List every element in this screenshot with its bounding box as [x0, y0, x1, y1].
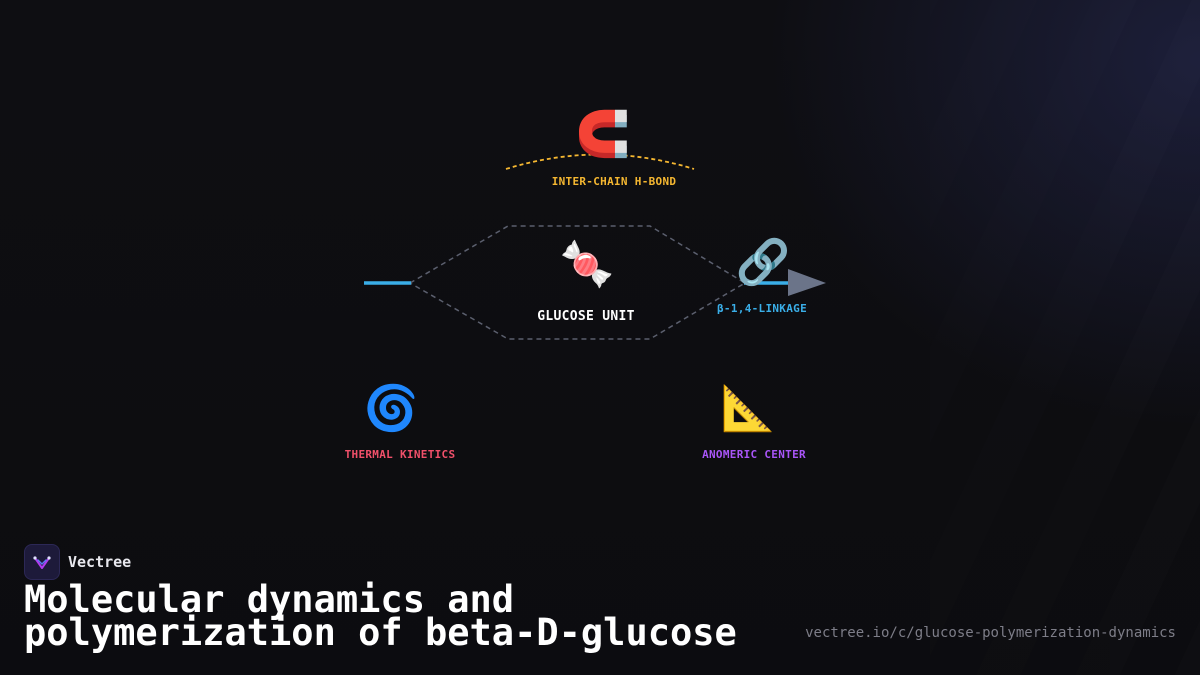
label-glucose-unit: GLUCOSE UNIT — [537, 309, 635, 324]
triangle-ruler-icon: 📐 — [720, 383, 776, 434]
label-beta-linkage: β-1,4-LINKAGE — [717, 302, 807, 315]
page-title: Molecular dynamics and polymerization of… — [24, 578, 737, 654]
label-thermal-kinetics: THERMAL KINETICS — [344, 448, 456, 461]
chain-arrow-head — [788, 269, 826, 296]
brand-name: Vectree — [68, 553, 132, 571]
magnet-icon: 🧲 — [575, 109, 631, 160]
label-anomeric-center: ANOMERIC CENTER — [702, 448, 806, 461]
vectree-logo-icon — [24, 544, 60, 580]
brand: Vectree — [24, 544, 131, 580]
label-inter-chain-h-bond: INTER-CHAIN H-BOND — [551, 175, 677, 188]
page-url[interactable]: vectree.io/c/glucose-polymerization-dyna… — [805, 625, 1176, 641]
cyclone-icon: 🌀 — [363, 383, 419, 434]
candy-icon: 🍬 — [559, 239, 615, 290]
link-icon: 🔗 — [735, 237, 791, 288]
h-bond-arc — [505, 153, 695, 170]
